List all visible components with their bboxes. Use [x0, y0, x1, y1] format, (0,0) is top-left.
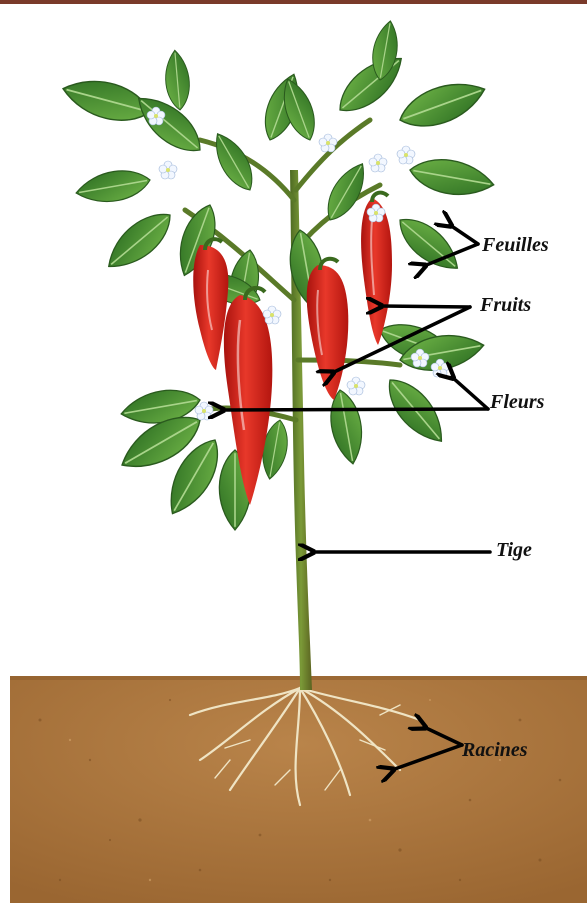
arrow-fruits-1 — [380, 306, 470, 307]
label-tige: Tige — [496, 539, 532, 562]
arrow-fleurs-1 — [222, 409, 488, 410]
label-feuilles: Feuilles — [482, 234, 549, 257]
leaves — [59, 19, 497, 530]
arrow-feuilles-2 — [450, 225, 478, 244]
label-fleurs: Fleurs — [490, 391, 544, 414]
arrow-fleurs-2 — [452, 377, 488, 409]
label-racines: Racines — [462, 739, 528, 762]
label-fruits: Fruits — [480, 294, 531, 317]
